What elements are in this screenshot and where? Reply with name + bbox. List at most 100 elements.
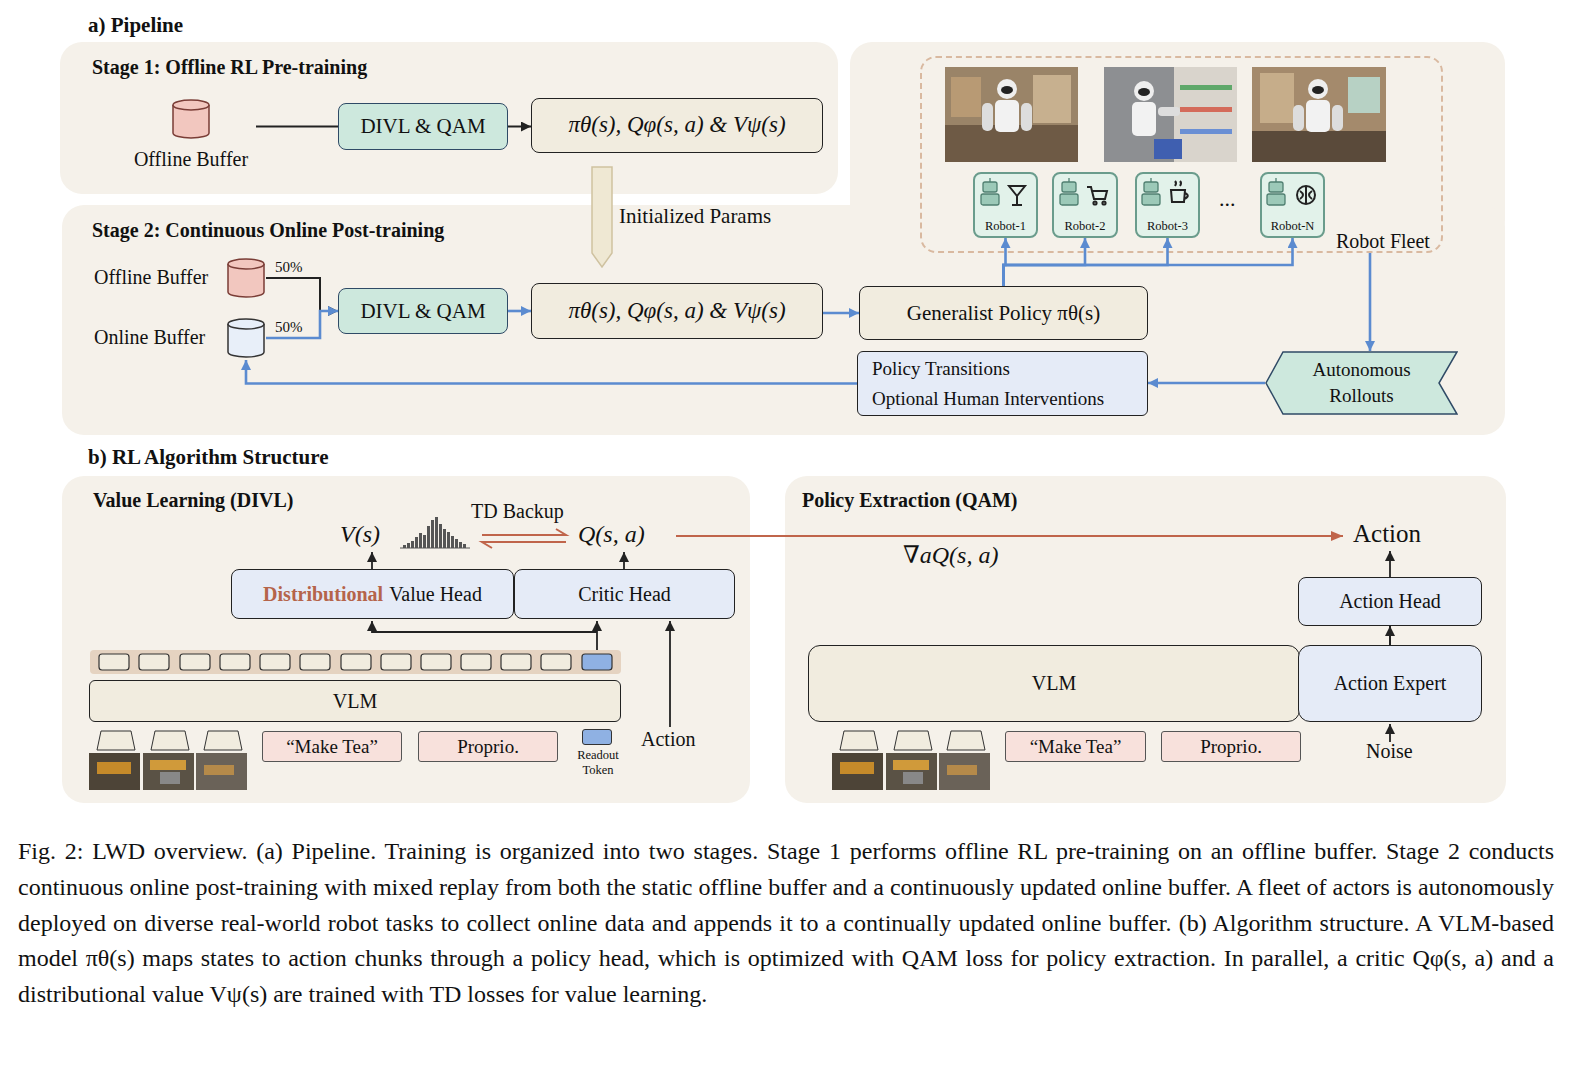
layout-shape <box>1142 194 1160 205</box>
layout-shape <box>947 765 977 775</box>
robot-box: Robot-N <box>1260 172 1325 238</box>
layout-shape <box>1269 182 1283 192</box>
panel-heading: Value Learning (DIVL) <box>93 489 293 512</box>
connector <box>1004 238 1086 286</box>
layout-shape <box>840 762 874 774</box>
box-label: “Make Tea” <box>1030 736 1122 758</box>
layout-shape <box>1033 75 1071 123</box>
layout-shape <box>1142 178 1160 205</box>
layout-shape <box>151 731 189 750</box>
layout-shape <box>431 520 434 548</box>
layout-shape <box>1312 86 1324 94</box>
layout-shape <box>947 731 985 750</box>
layout-shape <box>427 526 430 548</box>
layout-shape <box>1180 85 1232 90</box>
process-box: Policy TransitionsOptional Human Interve… <box>857 351 1148 416</box>
buffer-label: Offline Buffer <box>94 266 208 289</box>
section-panel: Value Learning (DIVL)DistributionalValue… <box>62 476 750 803</box>
box-label: VLM <box>1032 672 1076 695</box>
box-label: πθ(s), Qφ(s, a) & Vψ(s) <box>568 298 785 324</box>
gradient-arrow <box>676 535 1343 537</box>
layout-shape <box>1174 67 1237 162</box>
connector <box>246 360 857 384</box>
layout-shape <box>995 100 1019 132</box>
layout-shape <box>435 517 438 548</box>
layout-shape <box>1308 79 1328 99</box>
layout-shape <box>886 753 937 790</box>
connector <box>508 310 531 313</box>
connector <box>1148 382 1265 385</box>
layout-shape <box>1171 181 1188 202</box>
edge-label: 50% <box>275 319 303 336</box>
layout-shape <box>1389 724 1391 742</box>
layout-shape <box>143 753 194 790</box>
layout-shape <box>459 542 462 548</box>
layout-shape <box>623 552 625 569</box>
layout-shape <box>419 533 422 548</box>
connector <box>256 126 338 128</box>
rollout-flag: Autonomous Rollouts <box>1265 351 1458 415</box>
layout-shape <box>1134 81 1154 101</box>
layout-shape <box>983 182 997 192</box>
process-box: DIVL & QAM <box>338 103 508 150</box>
layout-shape <box>1150 178 1151 182</box>
layout-shape <box>415 537 418 548</box>
free-label: TD Backup <box>471 500 564 523</box>
layout-shape <box>482 542 566 548</box>
box-label: DIVL & QAM <box>360 299 485 323</box>
box-label: Action Head <box>1339 590 1441 613</box>
rollout-label: Autonomous Rollouts <box>1302 357 1422 408</box>
free-label: Action <box>641 728 695 751</box>
process-box: DIVL & QAM <box>338 288 508 334</box>
cylinder-shape <box>171 98 211 140</box>
process-box: VLM <box>808 645 1300 722</box>
figure-caption: Fig. 2: LWD overview. (a) Pipeline. Trai… <box>18 834 1554 1013</box>
layout-shape <box>463 544 466 548</box>
box-label: Value Head <box>389 583 482 606</box>
cylinder-shape <box>226 257 266 299</box>
block-arrow <box>592 167 612 267</box>
robot-photo <box>945 67 1078 162</box>
free-label: ... <box>1219 186 1236 211</box>
process-box: “Make Tea” <box>1005 731 1146 762</box>
layout-shape <box>204 765 234 775</box>
layout-shape <box>1180 129 1232 134</box>
cylinder-shape <box>226 317 266 359</box>
layout-shape <box>981 194 999 205</box>
robot-label: Robot-N <box>1262 219 1323 233</box>
layout-shape <box>893 760 929 770</box>
box-label: Action Expert <box>1334 672 1447 695</box>
layout-shape <box>1158 107 1180 116</box>
buffer-cylinder: Offline Buffer <box>126 98 256 176</box>
process-box: Critic Head <box>514 569 735 619</box>
token-strip <box>90 650 621 674</box>
robot-photo <box>1104 67 1237 162</box>
layout-shape <box>582 654 612 670</box>
free-label: Noise <box>1366 740 1413 763</box>
readout-token: Readout Token <box>570 729 626 781</box>
layout-shape <box>1348 77 1380 113</box>
layout-shape <box>204 731 242 750</box>
layout-shape <box>1306 100 1330 132</box>
layout-shape <box>1138 88 1150 96</box>
layout-shape <box>455 539 458 548</box>
layout-shape <box>482 529 566 535</box>
box-label: πθ(s), Qφ(s, a) & Vψ(s) <box>568 112 785 138</box>
layout-shape <box>501 654 531 670</box>
box-label: Proprio. <box>1200 736 1262 758</box>
box-label: “Make Tea” <box>286 736 378 758</box>
layout-shape <box>300 654 330 670</box>
process-box: “Make Tea” <box>262 731 402 762</box>
layout-shape <box>945 67 1078 162</box>
layout-shape <box>372 621 597 632</box>
free-label: V(s) <box>340 521 380 549</box>
layout-shape <box>1060 194 1078 205</box>
layout-shape <box>447 532 450 548</box>
layout-shape <box>220 654 250 670</box>
connector <box>508 126 531 128</box>
layout-shape <box>1300 186 1312 204</box>
layout-shape <box>596 621 598 650</box>
robot-label: Robot-2 <box>1054 219 1116 233</box>
camera-input <box>89 731 990 790</box>
